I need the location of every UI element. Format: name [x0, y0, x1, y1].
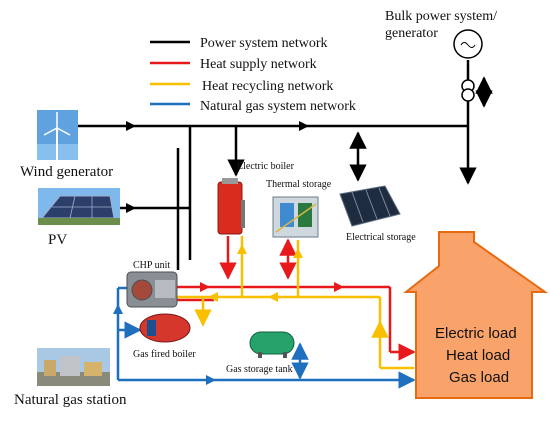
legend-power-label: Power system network — [200, 36, 328, 51]
legend: Power system network Heat supply network… — [150, 36, 356, 114]
heat-network — [176, 236, 416, 361]
electrical-storage: Electrical storage — [339, 185, 416, 243]
gas-station-label: Natural gas station — [14, 392, 127, 408]
transformer-icon-lower — [461, 88, 475, 102]
gas-network — [116, 286, 416, 389]
battery-pack-icon — [339, 185, 401, 227]
pv-array: PV — [38, 188, 120, 248]
recycle-arrowheads — [208, 244, 303, 302]
chp-label: CHP unit — [133, 260, 170, 271]
power-arrowheads — [126, 121, 309, 213]
wind-label: Wind generator — [20, 164, 113, 180]
natural-gas-station: Natural gas station — [14, 348, 127, 408]
chp-unit: CHP unit — [126, 260, 178, 308]
wind-generator: Wind generator — [20, 110, 113, 180]
thermal-storage-label: Thermal storage — [266, 179, 332, 190]
gas-load-label: Gas load — [449, 369, 509, 386]
gas-boiler-label: Gas fired boiler — [133, 349, 196, 360]
electric-load-label: Electric load — [435, 325, 517, 342]
gas-tank-label: Gas storage tank — [226, 364, 293, 375]
house-shape — [403, 231, 549, 399]
heat-load-label: Heat load — [446, 347, 510, 364]
gas-fired-boiler: Gas fired boiler — [133, 313, 196, 360]
heat-arrowheads — [200, 282, 344, 292]
bulk-generator: Bulk power system/ generator — [385, 9, 497, 102]
tilde-glyph — [460, 42, 476, 48]
electric-boiler-icon — [217, 181, 243, 235]
bulk-label: Bulk power system/ — [385, 9, 497, 24]
gas-storage-tank: Gas storage tank — [226, 331, 295, 375]
gas-arrowheads — [113, 304, 216, 385]
gas-tank-icon — [249, 331, 295, 355]
thermal-storage: Thermal storage — [266, 179, 332, 238]
load-house: Electric load Heat load Gas load — [403, 231, 549, 399]
electrical-storage-label: Electrical storage — [346, 232, 416, 243]
legend-recycle-label: Heat recycling network — [202, 79, 333, 94]
bulk-label-line2: generator — [385, 26, 438, 41]
electric-boiler-label: Electric boiler — [237, 161, 295, 172]
electric-boiler: Electric boiler — [217, 161, 295, 235]
pv-label: PV — [48, 232, 67, 248]
legend-heat-label: Heat supply network — [200, 57, 317, 72]
generator-icon — [453, 29, 483, 59]
legend-gas-label: Natural gas system network — [200, 99, 356, 114]
